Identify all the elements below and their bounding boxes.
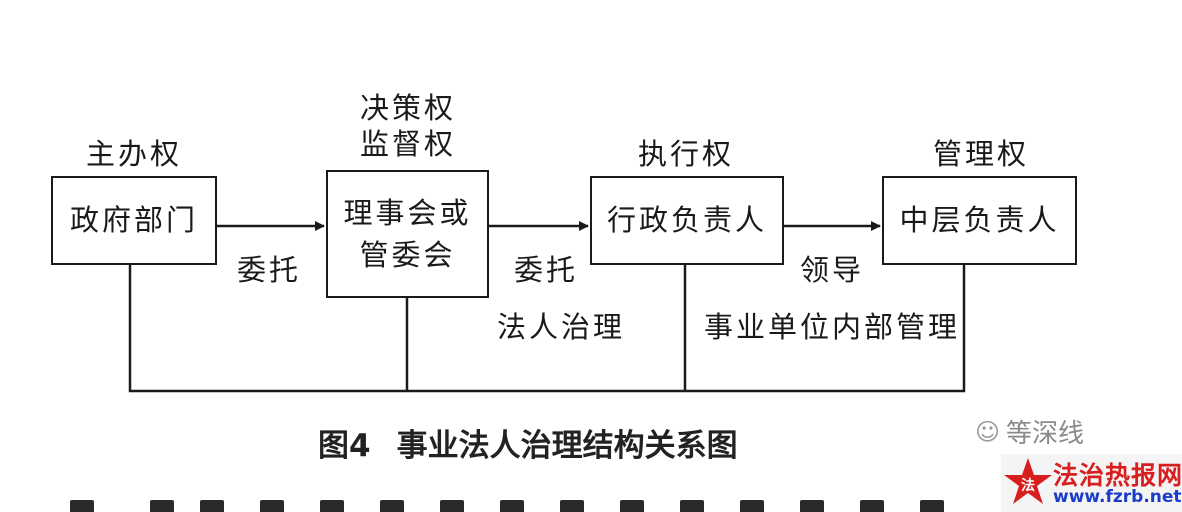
edge-label-entrust-1: 委托 (237, 253, 302, 287)
logo-title: 法治热报网 (1053, 461, 1182, 490)
node-board: 理事会或 管委会 (326, 170, 489, 298)
wechat-watermark: ☺ 等深线 (975, 413, 1084, 450)
node-executive-head-label: 行政负责人 (606, 203, 767, 238)
logo-url: www.fzrb.net (1053, 487, 1182, 507)
logo-badge-text: 法 (1021, 477, 1035, 494)
figure-caption: 图4 事业法人治理结构关系图 (318, 420, 738, 465)
star-icon: 法 (1004, 458, 1052, 504)
node-board-line2: 管委会 (359, 238, 456, 272)
label-supervision-right: 监督权 (360, 127, 457, 161)
node-government-department-label: 政府部门 (69, 203, 198, 238)
label-execution-right: 执行权 (638, 137, 735, 171)
cropped-text-row (0, 496, 1000, 512)
label-management-right: 管理权 (933, 137, 1030, 171)
label-decision-right: 决策权 (360, 91, 457, 125)
group-label-corporate-governance: 法人治理 (497, 310, 626, 344)
group-label-internal-management: 事业单位内部管理 (704, 310, 961, 344)
node-executive-head: 行政负责人 (590, 176, 784, 265)
node-board-line1: 理事会或 (343, 195, 472, 230)
bottom-bracket-line (128, 265, 966, 393)
wechat-icon: ☺ (975, 417, 1001, 446)
wechat-watermark-text: 等深线 (1006, 419, 1085, 449)
figure-number: 图4 (318, 428, 371, 464)
node-government-department: 政府部门 (51, 176, 217, 265)
site-logo: 法 法治热报网 www.fzrb.net (1001, 454, 1182, 512)
node-middle-manager: 中层负责人 (882, 176, 1077, 265)
edge-label-lead: 领导 (800, 253, 865, 287)
edge-label-entrust-2: 委托 (514, 253, 579, 287)
label-sponsor-right: 主办权 (86, 137, 183, 171)
figure-title: 事业法人治理结构关系图 (396, 428, 738, 464)
node-middle-manager-label: 中层负责人 (899, 203, 1060, 238)
